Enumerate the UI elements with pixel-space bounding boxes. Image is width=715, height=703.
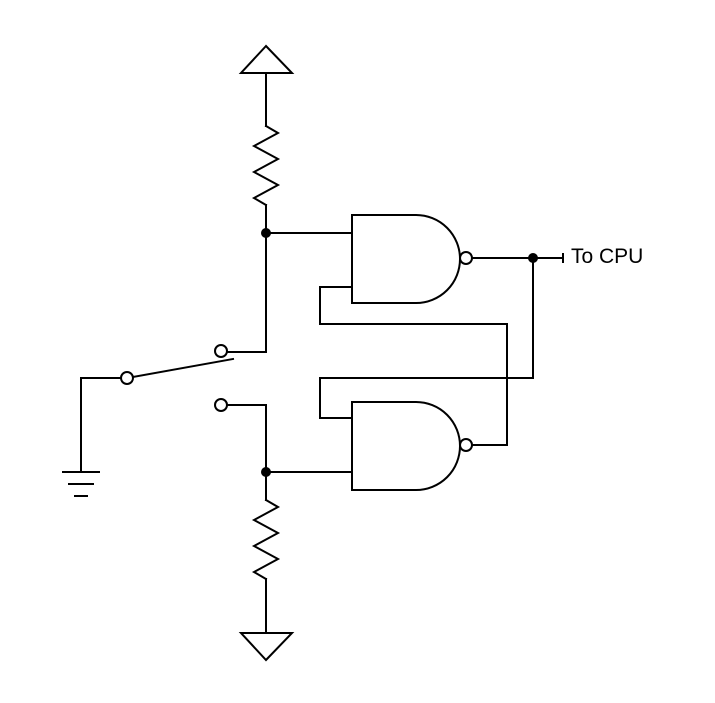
feedback-bottom-to-top-wire — [319, 286, 508, 446]
feedback-top-to-bottom-wire — [319, 257, 534, 419]
switch-top-contact — [214, 344, 228, 358]
pull-up-resistor — [251, 72, 281, 234]
nand-bottom-bubble — [459, 438, 473, 452]
nand-gate-bottom — [351, 401, 473, 491]
bottom-supply-symbol — [238, 632, 295, 662]
switch-bottom-contact-wire — [226, 404, 267, 473]
switch-top-contact-wire — [227, 232, 267, 353]
switch-blade — [131, 357, 235, 379]
nand-top-bubble — [459, 251, 473, 265]
pull-down-resistor — [251, 471, 281, 634]
switch-bottom-contact — [214, 398, 228, 412]
vcc-supply-symbol — [238, 44, 295, 74]
ground-symbol — [62, 377, 122, 497]
spdt-switch — [120, 344, 235, 412]
nand-gate-top — [351, 214, 473, 304]
switch-common-contact — [120, 371, 134, 385]
output-label: To CPU — [571, 245, 643, 268]
